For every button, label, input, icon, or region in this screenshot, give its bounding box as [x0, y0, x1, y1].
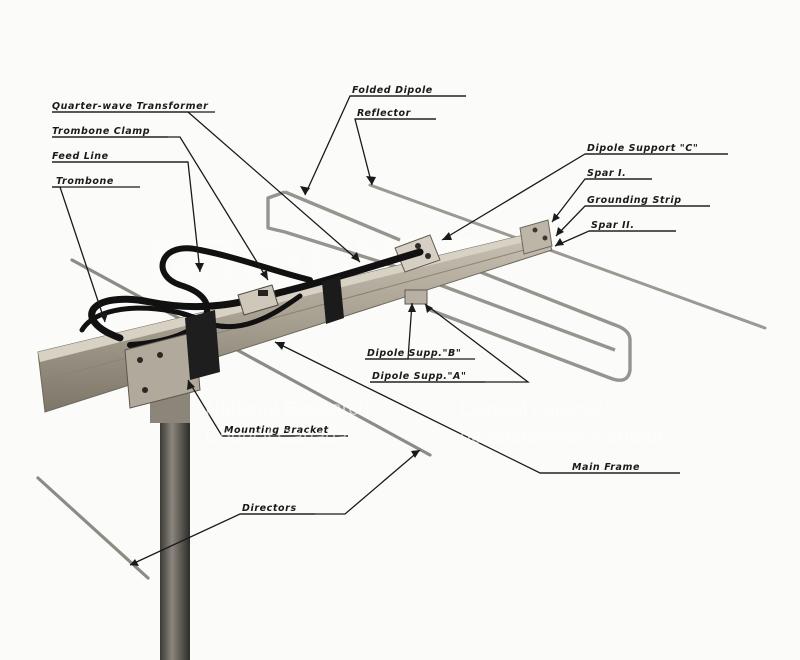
svg-text:Conseil national: Conseil national [460, 398, 602, 420]
label-feed-line: Feed Line [52, 151, 109, 162]
spar-block [519, 219, 553, 255]
label-grounding-strip: Grounding Strip [587, 195, 682, 206]
label-dipole-supp-a: Dipole Supp."A" [372, 371, 467, 382]
svg-text:Council Canada: Council Canada [205, 426, 348, 448]
dipole-support-ab [404, 289, 428, 305]
label-mounting-bracket: Mounting Bracket [224, 425, 329, 436]
label-main-frame: Main Frame [572, 462, 640, 473]
watermark-text: National Research Council Canada Conseil… [205, 398, 663, 448]
cable-strap [322, 276, 344, 324]
leader-arrowheads [99, 176, 564, 566]
director-elements [36, 258, 432, 580]
mounting-bracket [124, 310, 220, 409]
label-quarter-wave-transformer: Quarter-wave Transformer [52, 101, 209, 112]
label-folded-dipole: Folded Dipole [352, 85, 433, 96]
folded-dipole-element [266, 190, 632, 382]
label-trombone: Trombone [56, 176, 114, 187]
svg-text:de recherches Canada: de recherches Canada [460, 426, 663, 448]
label-dipole-support-c: Dipole Support "C" [587, 143, 698, 154]
label-trombone-clamp: Trombone Clamp [52, 126, 150, 137]
mast-pole [150, 385, 190, 660]
label-reflector: Reflector [357, 108, 412, 119]
label-spar-ii: Spar II. [591, 220, 635, 231]
label-directors: Directors [242, 503, 297, 514]
label-spar-i: Spar I. [587, 168, 626, 179]
label-dipole-supp-b: Dipole Supp."B" [367, 348, 461, 359]
svg-text:National Research: National Research [205, 398, 370, 420]
trombone-clamp [237, 284, 279, 316]
reflector-element [368, 183, 767, 330]
label-underlines [52, 95, 728, 515]
